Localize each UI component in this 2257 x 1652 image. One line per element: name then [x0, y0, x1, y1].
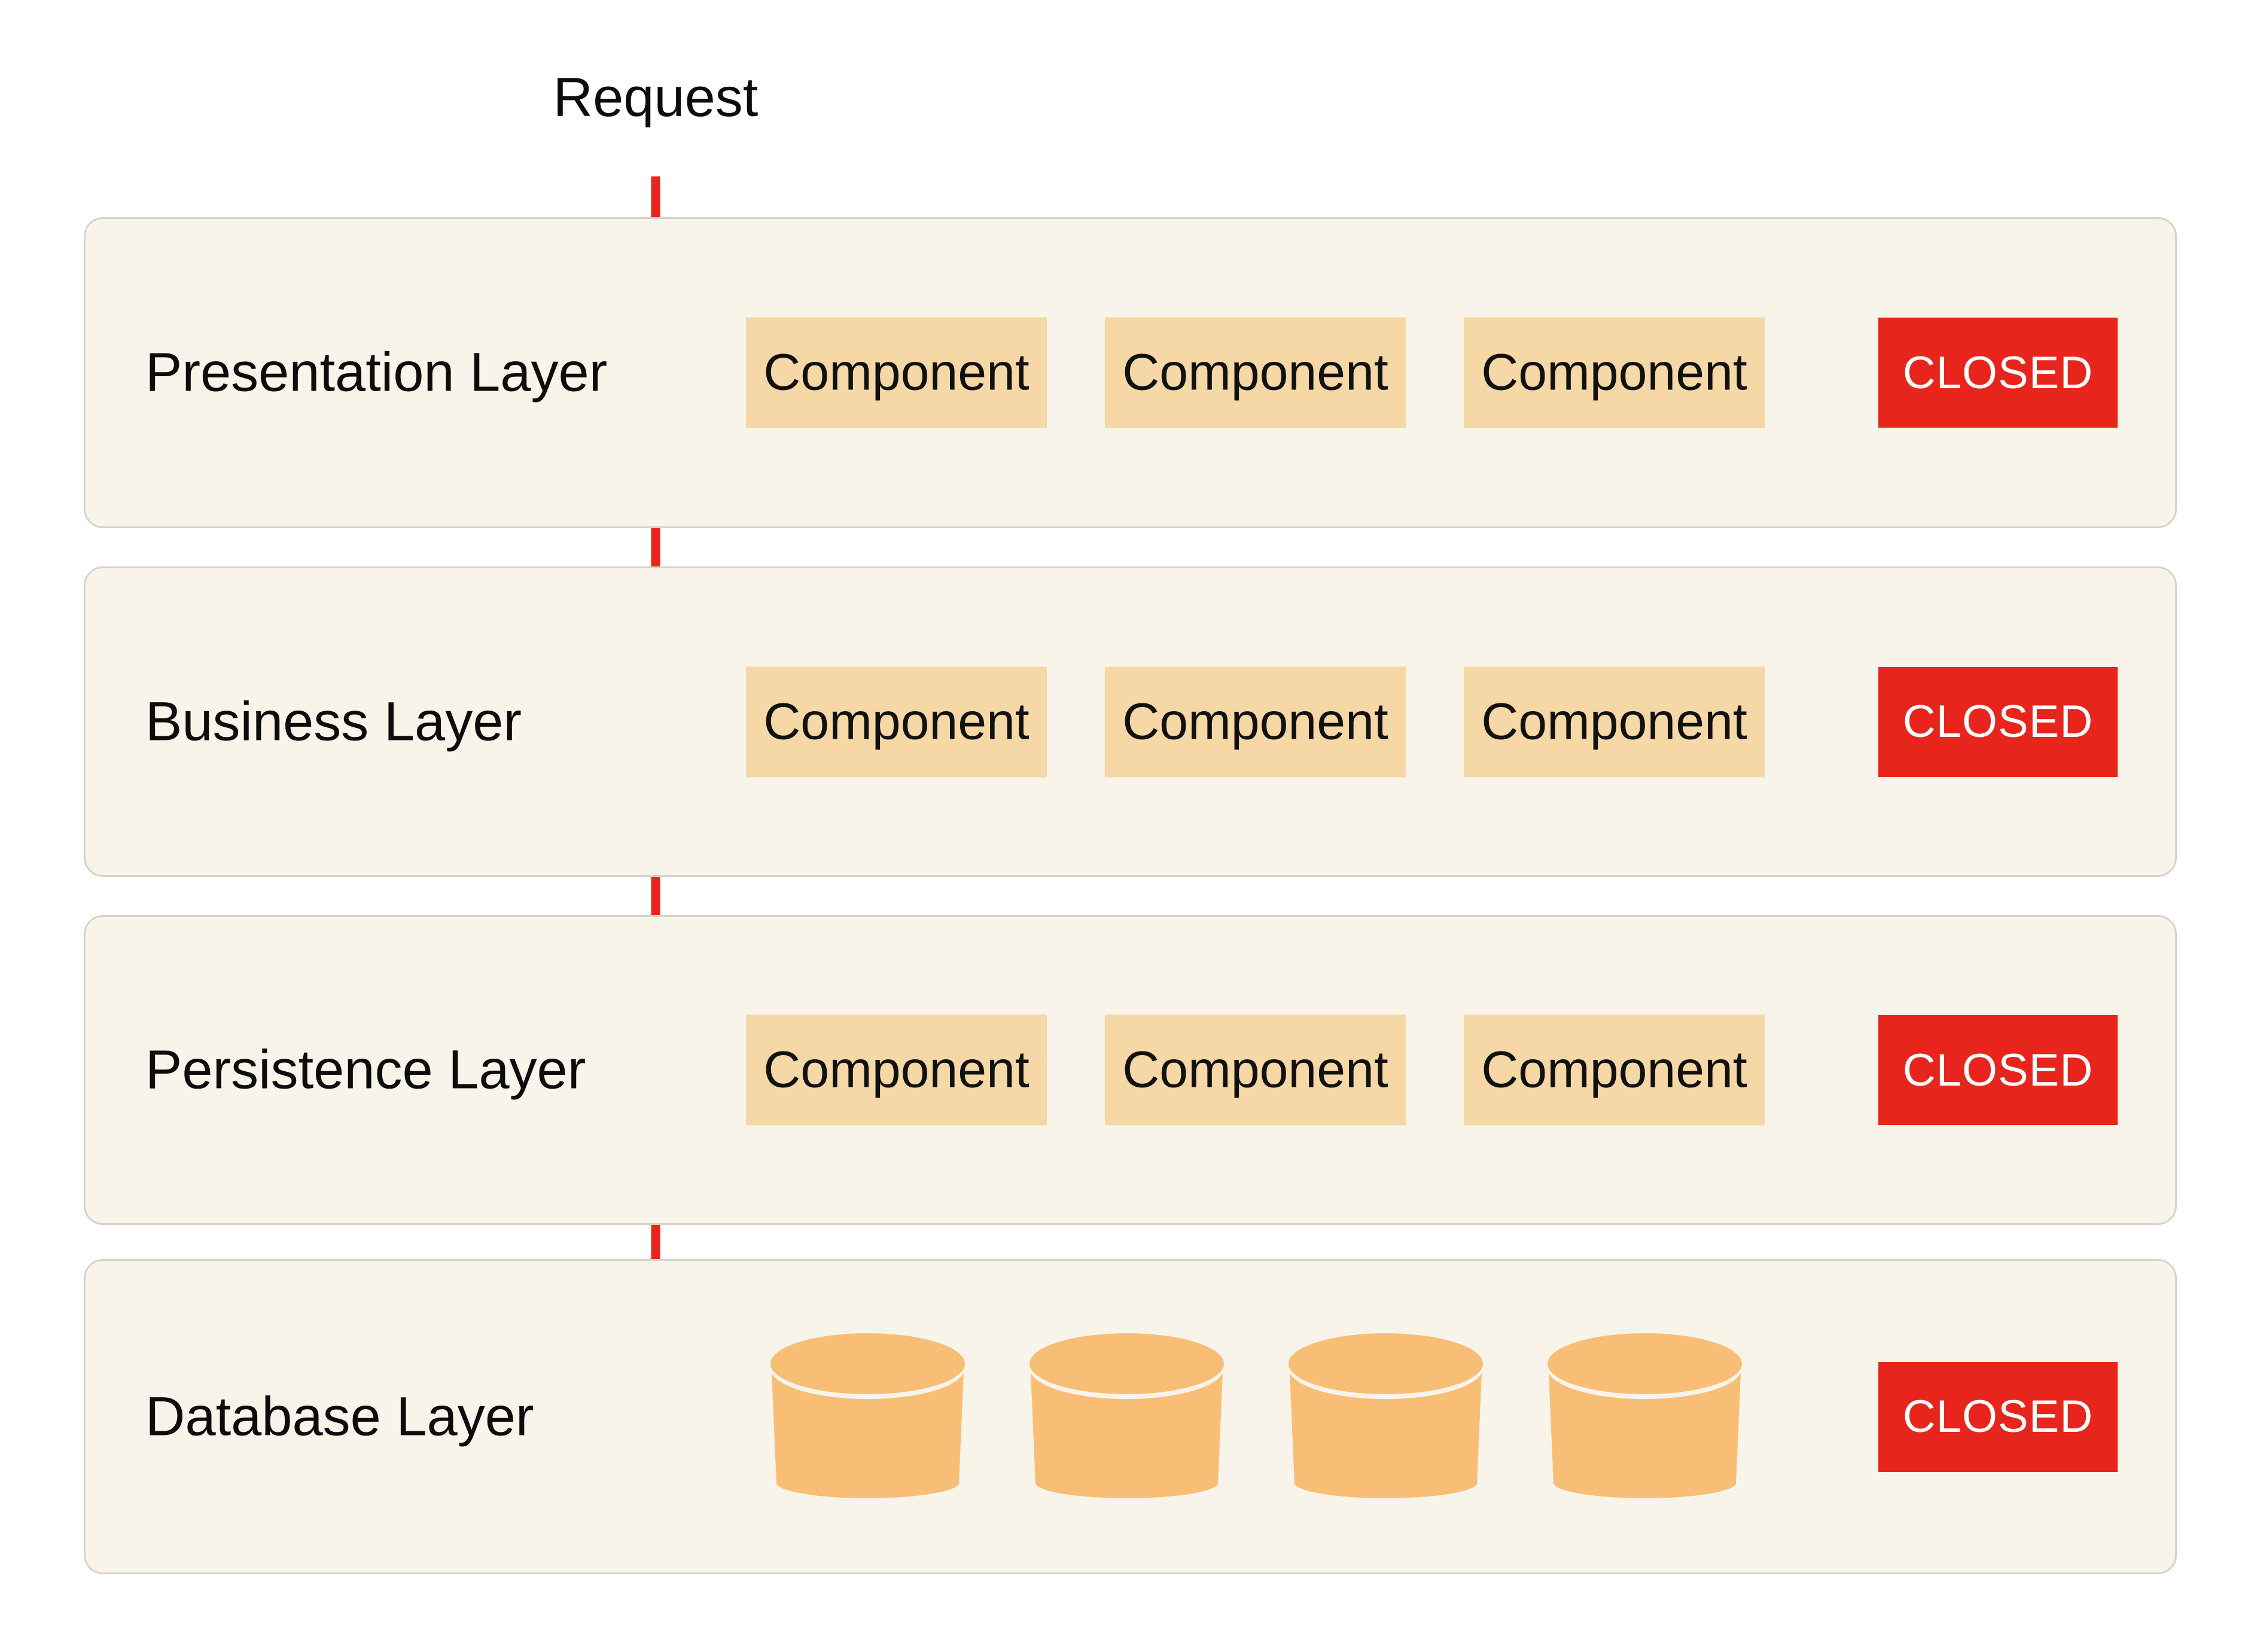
database-cylinder-icon [1029, 1333, 1224, 1498]
status-badge: CLOSED [1878, 318, 2118, 428]
component-box: Component [1464, 666, 1765, 777]
status-badge: CLOSED [1878, 1015, 2118, 1125]
component-box: Component [746, 317, 1047, 428]
component-box: Component [746, 1014, 1047, 1126]
status-badge: CLOSED [1878, 666, 2118, 777]
layer-persistence: Persistence Layer Component Component Co… [84, 915, 2177, 1225]
status-badge: CLOSED [1878, 1361, 2118, 1472]
layer-title: Database Layer [145, 1386, 534, 1447]
component-box: Component [1464, 1014, 1765, 1126]
database-cylinder-icon [1289, 1333, 1483, 1498]
component-box: Component [1464, 317, 1765, 428]
request-label: Request [553, 67, 759, 128]
component-box: Component [746, 666, 1047, 777]
component-box: Component [1105, 666, 1406, 777]
layer-presentation: Presentation Layer Component Component C… [84, 217, 2177, 528]
component-box: Component [1105, 317, 1406, 428]
component-box: Component [1105, 1014, 1406, 1126]
database-cylinder-icon [770, 1333, 965, 1498]
layer-title: Business Layer [145, 691, 522, 752]
layer-title: Presentation Layer [145, 342, 608, 403]
layer-business: Business Layer Component Component Compo… [84, 566, 2177, 877]
database-cylinder-icon [1548, 1333, 1742, 1498]
layer-database: Database Layer CLOSED [84, 1259, 2177, 1574]
layer-title: Persistence Layer [145, 1039, 586, 1101]
